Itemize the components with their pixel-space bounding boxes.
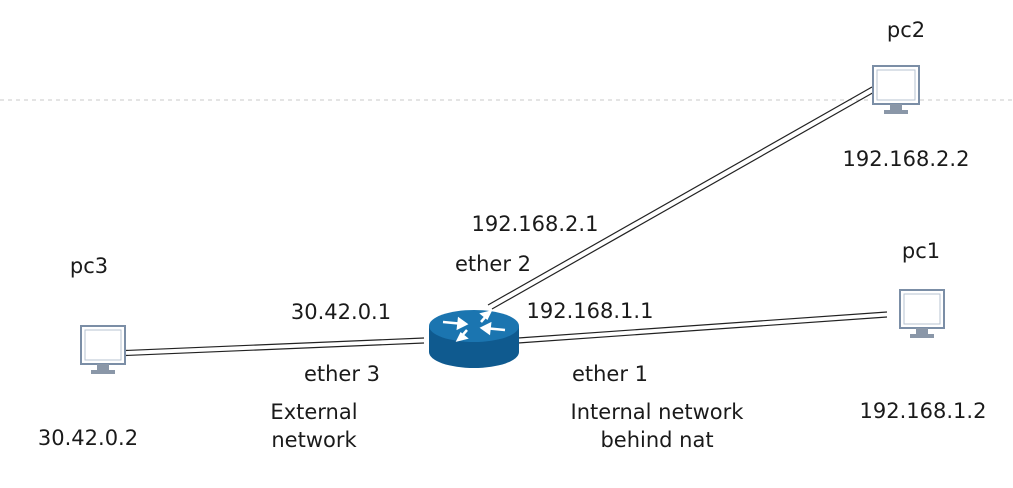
pc1-ip-label: 192.168.1.2 <box>859 399 987 423</box>
ether2-ip-label: 192.168.2.1 <box>471 212 599 236</box>
router-icon[interactable] <box>429 310 519 368</box>
link-router-pc1 <box>517 311 888 344</box>
internal-zone-line1: Internal network <box>570 400 744 424</box>
ether3-ip-label: 30.42.0.1 <box>290 300 392 324</box>
ether1-name-label: ether 1 <box>571 362 649 386</box>
pc2-ip-label: 192.168.2.2 <box>842 147 970 171</box>
internal-zone-line2: behind nat <box>600 428 714 453</box>
pc3-ip-label: 30.42.0.2 <box>37 426 139 450</box>
external-zone-line1: External <box>270 400 358 424</box>
external-zone-line2: network <box>271 428 357 453</box>
pc1-computer-icon[interactable] <box>899 289 945 338</box>
link-router-pc2 <box>487 86 877 310</box>
pc3-name-label: pc3 <box>69 254 109 278</box>
internal-zone-label: Internal network behind nat <box>571 398 744 455</box>
ether1-ip-label: 192.168.1.1 <box>526 299 654 323</box>
link-router-pc3 <box>112 337 425 357</box>
pc3-computer-icon[interactable] <box>80 325 126 374</box>
pc2-computer-icon[interactable] <box>872 65 920 114</box>
ether3-name-label: ether 3 <box>303 362 381 386</box>
pc2-name-label: pc2 <box>886 18 926 42</box>
external-zone-label: External network <box>270 398 357 455</box>
ether2-name-label: ether 2 <box>454 252 532 276</box>
pc1-name-label: pc1 <box>901 239 941 263</box>
